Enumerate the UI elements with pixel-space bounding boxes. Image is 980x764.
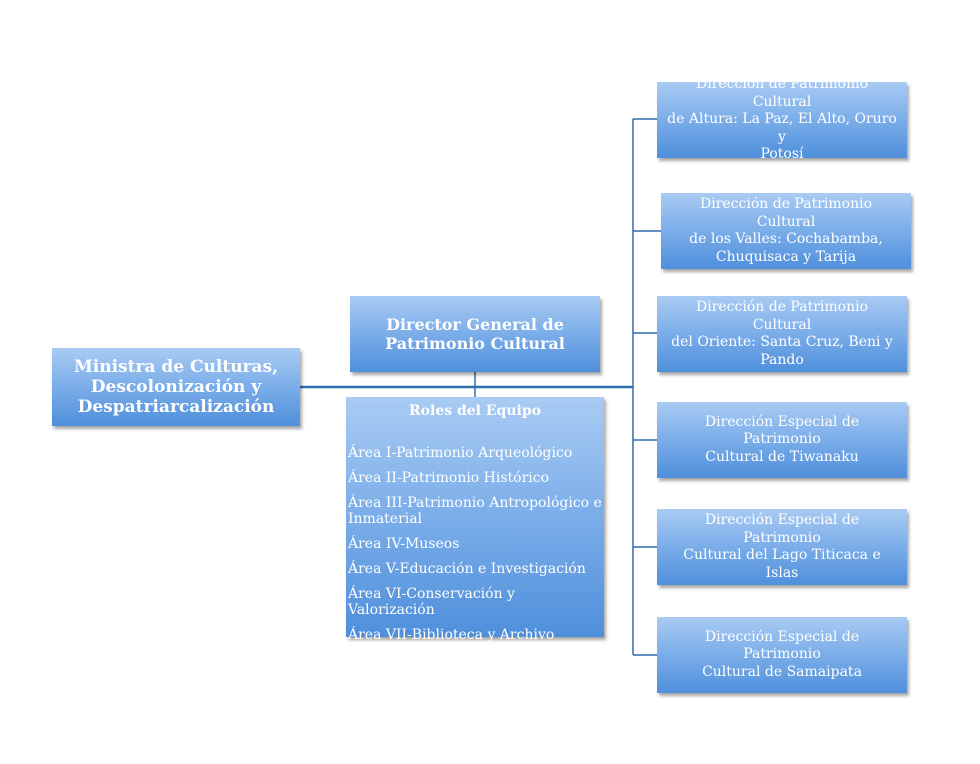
direccion-line: Dirección de Patrimonio Cultural xyxy=(696,299,868,333)
direccion-line: Dirección de Patrimonio Cultural xyxy=(696,76,868,110)
direccion-line: Dirección de Patrimonio Cultural xyxy=(700,196,872,230)
direccion-line: Cultural de Samaipata xyxy=(702,663,862,680)
direccion-samaipata-box: Dirección Especial de Patrimonio Cultura… xyxy=(657,617,907,693)
direccion-line: Pando xyxy=(760,351,804,368)
role-item: Área V-Educación e Investigación xyxy=(348,561,586,577)
roles-box: Roles del Equipo Área I-Patrimonio Arque… xyxy=(346,397,604,643)
role-item: Área VI-Conservación y Valorización xyxy=(348,586,515,618)
ministra-line-3: Despatriarcalización xyxy=(77,397,275,418)
director-line-2: Patrimonio Cultural xyxy=(385,334,565,353)
ministra-box: Ministra de Culturas, Descolonización y … xyxy=(52,348,300,426)
direccion-line: del Oriente: Santa Cruz, Beni y xyxy=(671,334,893,350)
roles-title: Roles del Equipo xyxy=(409,403,541,419)
direccion-line: Dirección Especial de Patrimonio xyxy=(704,628,860,663)
direccion-valles-box: Dirección de Patrimonio Cultural de los … xyxy=(661,193,911,269)
director-general-box: Director General de Patrimonio Cultural xyxy=(350,296,600,372)
ministra-line-1: Ministra de Culturas, xyxy=(73,356,279,377)
role-item: Área IV-Museos xyxy=(348,536,460,552)
direccion-tiwanaku-box: Dirección Especial de Patrimonio Cultura… xyxy=(657,402,907,478)
direccion-line: de Altura: La Paz, El Alto, Oruro y xyxy=(667,111,897,145)
direccion-line: Cultural de Tiwanaku xyxy=(705,448,859,465)
ministra-line-2: Descolonización y xyxy=(90,376,262,397)
role-item: Área II-Patrimonio Histórico xyxy=(348,470,550,486)
direccion-line: Cultural del Lago Titicaca e Islas xyxy=(683,547,881,581)
direccion-titicaca-box: Dirección Especial de Patrimonio Cultura… xyxy=(657,509,907,585)
direccion-line: Potosí xyxy=(760,146,804,163)
direccion-line: Dirección Especial de Patrimonio xyxy=(704,512,860,546)
direccion-line: Chuquisaca y Tarija xyxy=(715,248,857,265)
role-item: Área VII-Biblioteca y Archivo xyxy=(348,627,555,643)
direccion-line: de los Valles: Cochabamba, xyxy=(689,231,883,247)
role-item: Área I-Patrimonio Arqueológico xyxy=(348,445,573,461)
direccion-line: Dirección Especial de Patrimonio xyxy=(704,413,860,448)
role-item: Área III-Patrimonio Antropológico e Inma… xyxy=(348,495,602,527)
direccion-oriente-box: Dirección de Patrimonio Cultural del Ori… xyxy=(657,296,907,372)
director-line-1: Director General de xyxy=(386,314,564,334)
direccion-altura-box: Dirección de Patrimonio Cultural de Altu… xyxy=(657,76,907,162)
